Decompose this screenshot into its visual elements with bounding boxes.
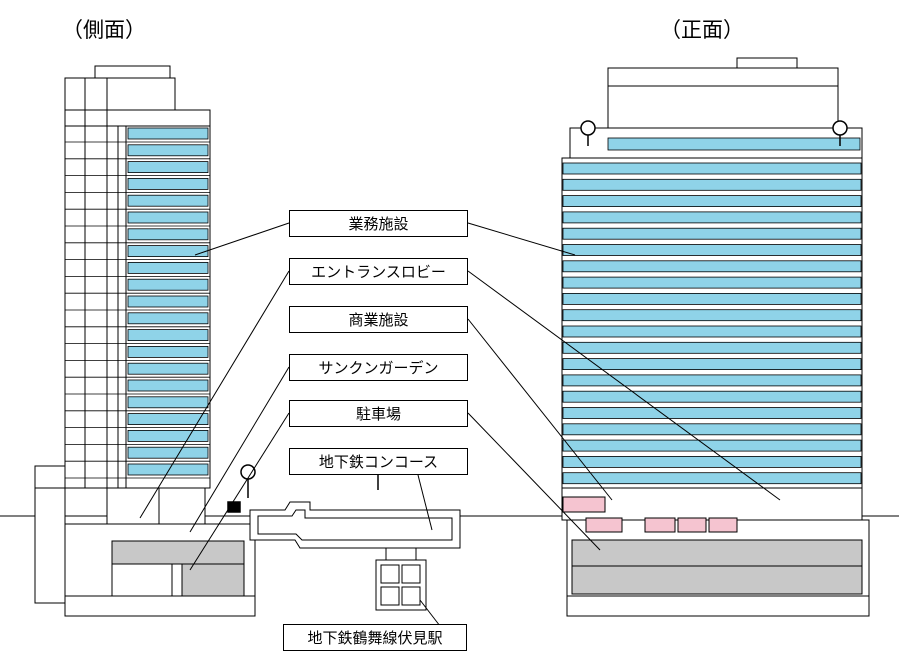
office-floor-band	[562, 439, 862, 452]
office-floor-band	[127, 463, 209, 476]
side-parking	[111, 540, 245, 597]
office-floor-band	[562, 162, 862, 175]
office-floor-band	[127, 144, 209, 157]
side-view-heading: （側面）	[62, 18, 146, 42]
office-floor-band	[562, 195, 862, 208]
office-floor-band	[562, 358, 862, 371]
office-floor-band	[127, 211, 209, 224]
office-floor-band	[127, 379, 209, 392]
office-floor-band	[562, 455, 862, 468]
office-floor-band	[127, 312, 209, 325]
office-floor-band	[127, 396, 209, 409]
office-floor-band	[127, 345, 209, 358]
office-floor-band	[562, 178, 862, 191]
office-floor-band	[562, 244, 862, 256]
office-floor-band	[127, 413, 209, 426]
tree-icon	[580, 120, 848, 146]
front-commercial	[562, 496, 738, 533]
office-floor-band	[127, 127, 209, 140]
office-floor-band	[562, 325, 862, 338]
office-floor-band	[127, 362, 209, 375]
office-floor-band	[127, 228, 209, 241]
label-subway-concourse: 地下鉄コンコース	[289, 448, 468, 475]
office-floor-band	[607, 137, 861, 151]
label-entrance-lobby: エントランスロビー	[289, 258, 468, 285]
label-office: 業務施設	[289, 210, 468, 237]
office-floor-band	[562, 374, 862, 387]
front-view-heading: （正面）	[660, 18, 744, 42]
office-floor-band	[562, 292, 862, 305]
front-parking	[571, 539, 863, 595]
subway-concourse-structure	[249, 501, 461, 611]
office-floor-band	[562, 423, 862, 436]
office-floor-band	[562, 211, 862, 224]
office-floor-band	[127, 177, 209, 190]
office-floor-band	[562, 407, 862, 419]
label-sunken-garden: サンクンガーデン	[289, 354, 468, 381]
office-floor-band	[562, 227, 862, 240]
side-office-floors	[65, 127, 210, 479]
office-floor-band	[562, 390, 862, 403]
office-floor-band	[127, 161, 209, 174]
office-floor-band	[127, 429, 209, 442]
office-floor-band	[127, 329, 209, 342]
label-commercial: 商業施設	[289, 306, 468, 333]
office-floor-band	[127, 261, 209, 274]
office-floor-band	[127, 295, 209, 308]
office-floor-band	[562, 260, 862, 273]
office-floor-band	[562, 472, 862, 485]
office-floor-band	[127, 194, 209, 207]
office-floor-band	[127, 446, 209, 459]
office-floor-band	[562, 276, 862, 289]
label-parking: 駐車場	[289, 400, 468, 427]
office-floor-band	[127, 278, 209, 291]
office-floor-band	[562, 341, 862, 354]
label-station: 地下鉄鶴舞線伏見駅	[283, 624, 467, 651]
leader-lines	[139, 222, 781, 627]
office-floor-band	[562, 309, 862, 322]
front-office-floors	[562, 137, 862, 485]
